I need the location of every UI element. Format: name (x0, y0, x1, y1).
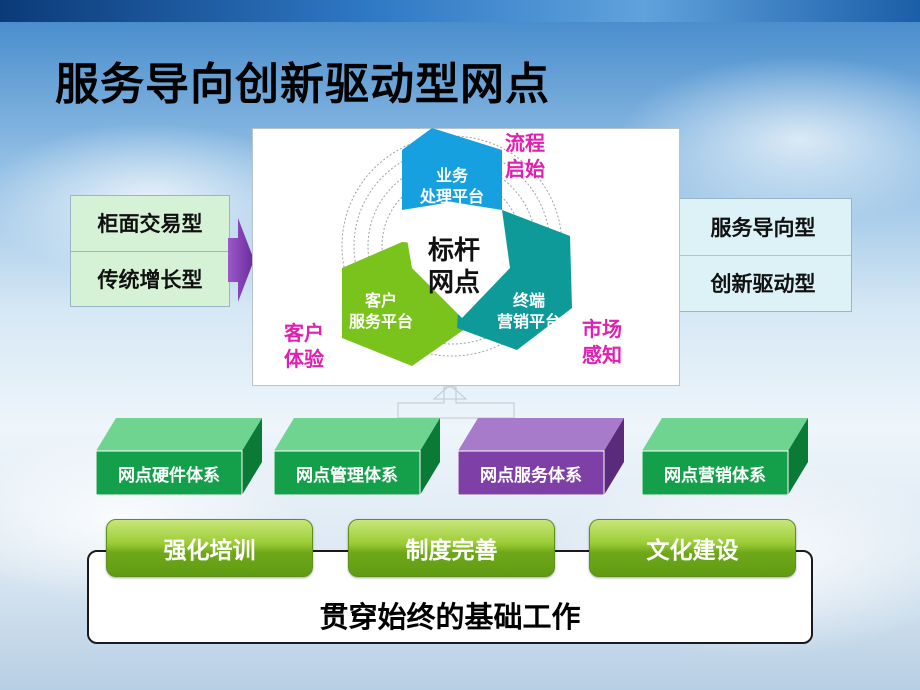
center-hub (402, 202, 510, 318)
arrow-right-icon (228, 218, 254, 302)
segment-business-label: 业务 处理平台 (419, 166, 484, 206)
system-block-marketing: 网点营销体系 (642, 418, 808, 496)
foundation-item-system: 制度完善 (348, 519, 555, 577)
three-platform-diagram (341, 128, 572, 366)
target-type-line-1: 服务导向型 (675, 199, 851, 256)
current-type-box: 柜面交易型 传统增长型 (70, 195, 230, 307)
label-market-perception: 市场 感知 (582, 317, 622, 367)
top-banner (0, 0, 920, 22)
segment-marketing-label: 终端 营销平台 (496, 291, 561, 331)
up-arrow-icon (397, 385, 515, 419)
current-type-line-1: 柜面交易型 (71, 196, 229, 252)
segment-customer-label: 客户 服务平台 (348, 291, 413, 331)
label-customer-experience: 客户 体验 (284, 321, 324, 371)
system-block-management: 网点管理体系 (274, 418, 440, 496)
system-block-service: 网点服务体系 (458, 418, 624, 496)
foundation-label: 贯穿始终的基础工作 (319, 600, 581, 634)
foundation-item-culture: 文化建设 (589, 519, 796, 577)
center-label: 标杆 网点 (427, 236, 480, 298)
slide-title: 服务导向创新驱动型网点 (55, 59, 550, 110)
target-type-line-2: 创新驱动型 (710, 272, 816, 297)
label-process-start: 流程 启始 (505, 131, 545, 181)
system-block-hardware: 网点硬件体系 (96, 418, 262, 496)
foundation-item-training: 强化培训 (106, 519, 313, 577)
current-type-line-2: 传统增长型 (97, 267, 203, 292)
target-type-box: 服务导向型 创新驱动型 (674, 198, 852, 312)
